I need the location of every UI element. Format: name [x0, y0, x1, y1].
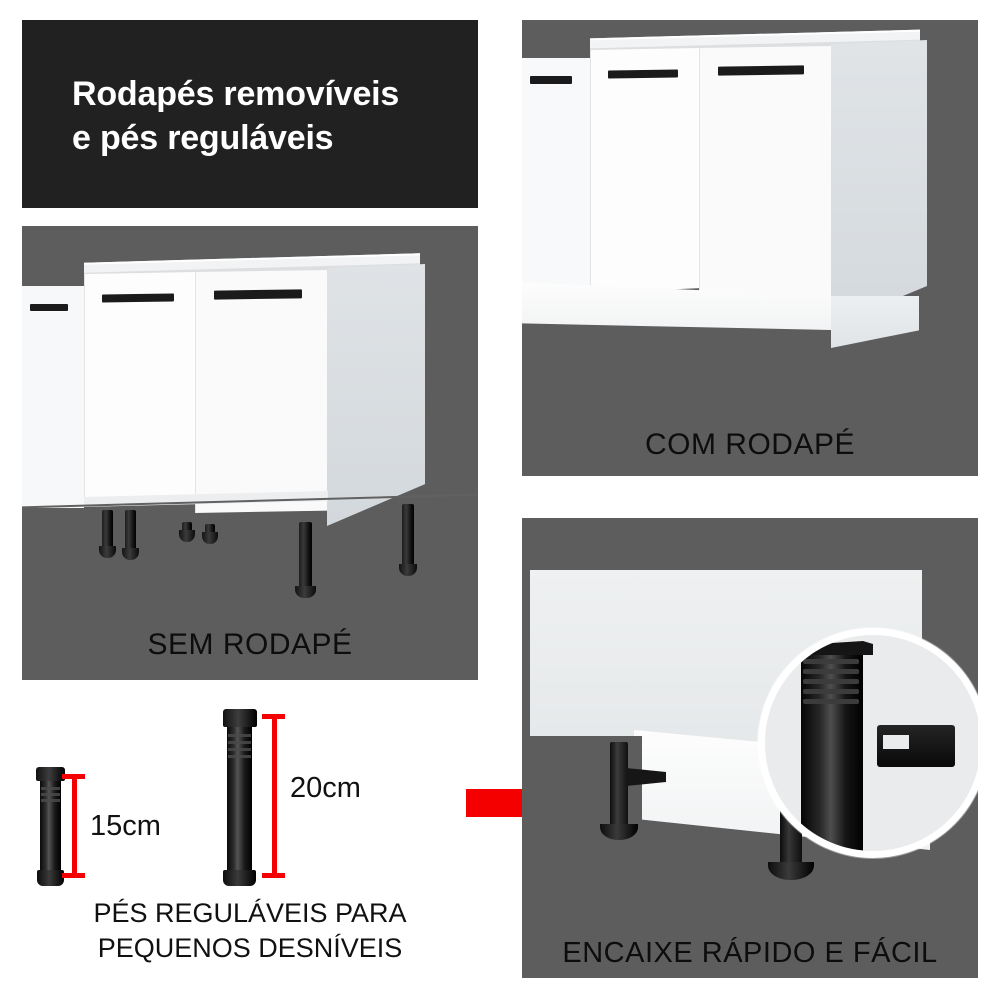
dimension-label-15cm: 15cm	[90, 810, 161, 842]
cabinet-door-2	[699, 46, 833, 309]
leg-small-cap	[36, 767, 65, 781]
leg-large	[222, 709, 257, 886]
plinth-side	[831, 296, 919, 348]
cabinet-door-1	[590, 48, 700, 293]
plinth-clip-front	[626, 768, 666, 786]
leg-large-base	[223, 870, 256, 886]
magnifier-circle	[758, 628, 978, 858]
cabinet-leg-5	[295, 522, 316, 598]
magnified-thread-3	[803, 679, 859, 684]
cabinet-leg-1	[98, 510, 117, 558]
caption-com-rodape: COM RODAPÉ	[644, 428, 856, 461]
caption-legs-diagram: PÉS REGULÁVEIS PARA PEQUENOS DESNÍVEIS	[93, 898, 407, 964]
panel-encaixe: ENCAIXE RÁPIDO E FÁCIL	[522, 518, 978, 978]
magnified-thread-1	[803, 659, 859, 664]
magnified-thread-4	[803, 689, 859, 694]
panel-sem-rodape: SEM RODAPÉ	[22, 226, 478, 680]
cabinet-without-plinth	[22, 226, 478, 626]
plinth-leg-front-foot	[600, 824, 638, 840]
leg-large-cap	[222, 709, 257, 727]
dimension-15cm	[62, 774, 85, 878]
dimension-label-20cm: 20cm	[290, 772, 361, 804]
handle-left-partial	[530, 76, 572, 84]
cabinet-leg-6	[398, 504, 418, 576]
handle-left-partial	[30, 304, 68, 311]
cabinet-leg-3	[179, 522, 195, 542]
caption-encaixe: ENCAIXE RÁPIDO E FÁCIL	[562, 937, 938, 969]
title-panel: Rodapés removíveis e pés reguláveis	[22, 20, 478, 208]
cabinet-door-2	[195, 270, 329, 513]
magnified-clip-slot	[883, 735, 909, 749]
magnified-leg-top	[801, 641, 873, 655]
dimension-20cm	[262, 714, 285, 878]
magnified-thread-2	[803, 669, 859, 674]
legs-dimension-diagram: 15cm 20cm PÉS REGULÁVEIS PARA PEQUENOS D…	[22, 690, 478, 990]
magnified-leg-shaft	[801, 651, 863, 851]
cabinet-with-plinth	[522, 20, 978, 420]
cabinet-side-panel	[327, 264, 425, 526]
handle-door-1	[608, 69, 678, 79]
handle-door-2	[718, 65, 804, 76]
cabinet-leg-2	[121, 510, 140, 560]
plinth-leg-front	[610, 742, 628, 832]
cabinet-leg-4	[202, 524, 218, 544]
cabinet-side-panel	[831, 40, 927, 326]
leg-small-base	[36, 870, 65, 886]
cabinet-door-1	[84, 272, 196, 500]
plinth-leg-rear-foot	[768, 862, 814, 880]
magnified-thread-5	[803, 699, 859, 704]
caption-sem-rodape: SEM RODAPÉ	[147, 628, 353, 661]
cabinet-left-partial	[522, 58, 590, 290]
page-title: Rodapés removíveis e pés reguláveis	[72, 75, 400, 158]
handle-door-2	[214, 289, 302, 300]
cabinet-left-partial	[22, 286, 84, 508]
panel-com-rodape: COM RODAPÉ	[522, 20, 978, 476]
leg-small	[36, 767, 65, 886]
handle-door-1	[102, 293, 174, 303]
